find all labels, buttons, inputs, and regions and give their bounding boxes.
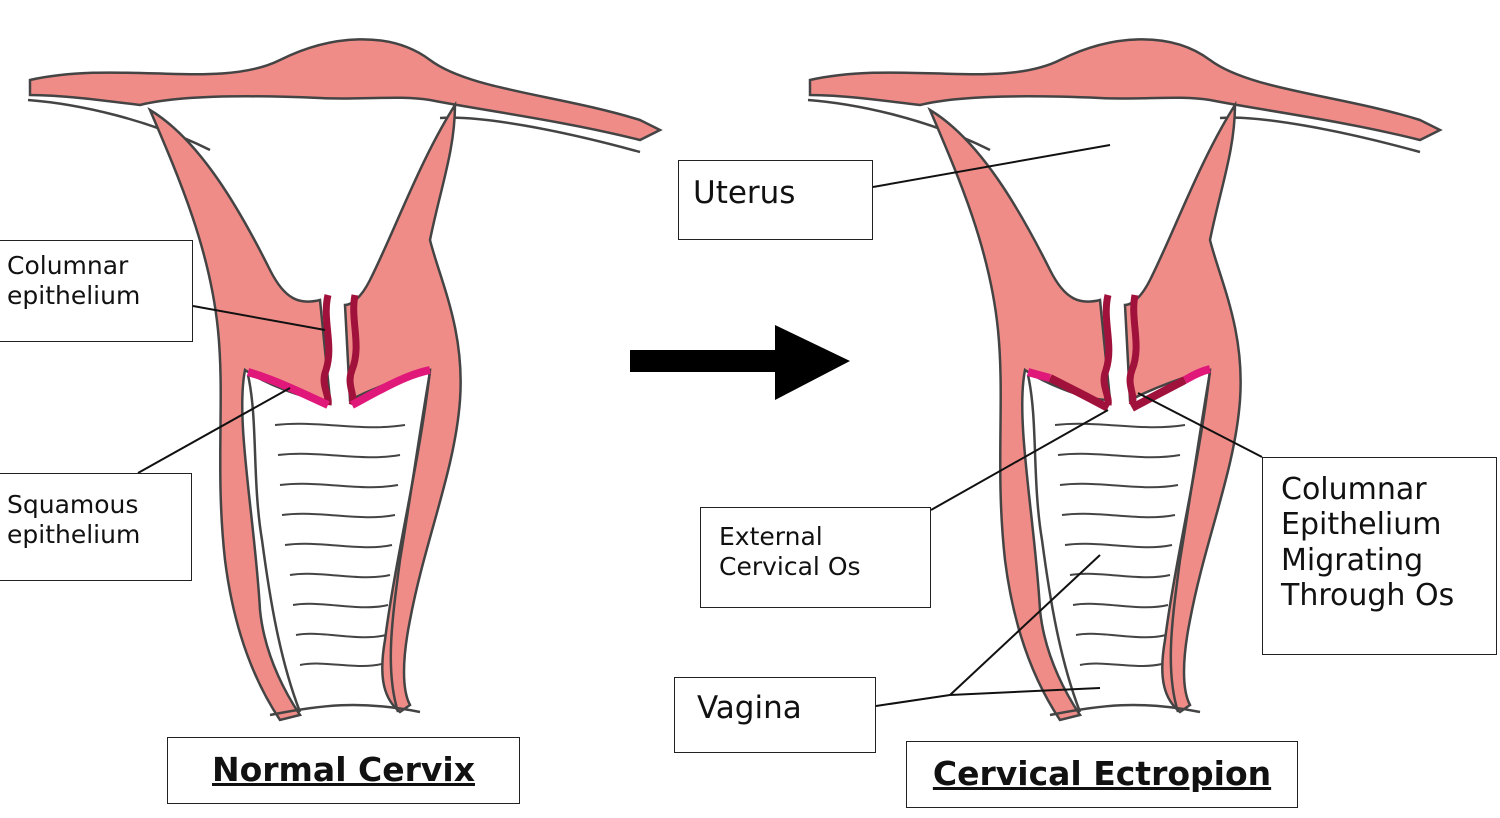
ectropion-uterus-illustration [808, 39, 1440, 720]
uterus-label: Uterus [678, 160, 873, 240]
columnar-epithelium-text: Columnar epithelium [7, 251, 141, 310]
cervical-ectropion-title: Cervical Ectropion [906, 741, 1298, 808]
columnar-epithelium-label: Columnar epithelium [0, 240, 193, 342]
normal-uterus-illustration [28, 39, 660, 720]
squamous-epithelium-label: Squamous epithelium [0, 473, 192, 581]
normal-cervix-title: Normal Cervix [167, 737, 520, 804]
columnar-migrating-text: Columnar Epithelium Migrating Through Os [1281, 472, 1455, 614]
vagina-text: Vagina [697, 690, 802, 726]
vagina-label: Vagina [674, 677, 876, 753]
cervical-ectropion-title-text: Cervical Ectropion [932, 754, 1272, 793]
external-os-text: External Cervical Os [719, 522, 861, 581]
squamous-epithelium-text: Squamous epithelium [7, 490, 141, 549]
leader-lines [137, 144, 1263, 707]
columnar-migrating-label: Columnar Epithelium Migrating Through Os [1262, 457, 1497, 655]
normal-cervix-title-text: Normal Cervix [211, 750, 475, 789]
uterus-text: Uterus [693, 175, 796, 211]
transition-arrow [630, 325, 850, 400]
external-os-label: External Cervical Os [700, 507, 931, 608]
